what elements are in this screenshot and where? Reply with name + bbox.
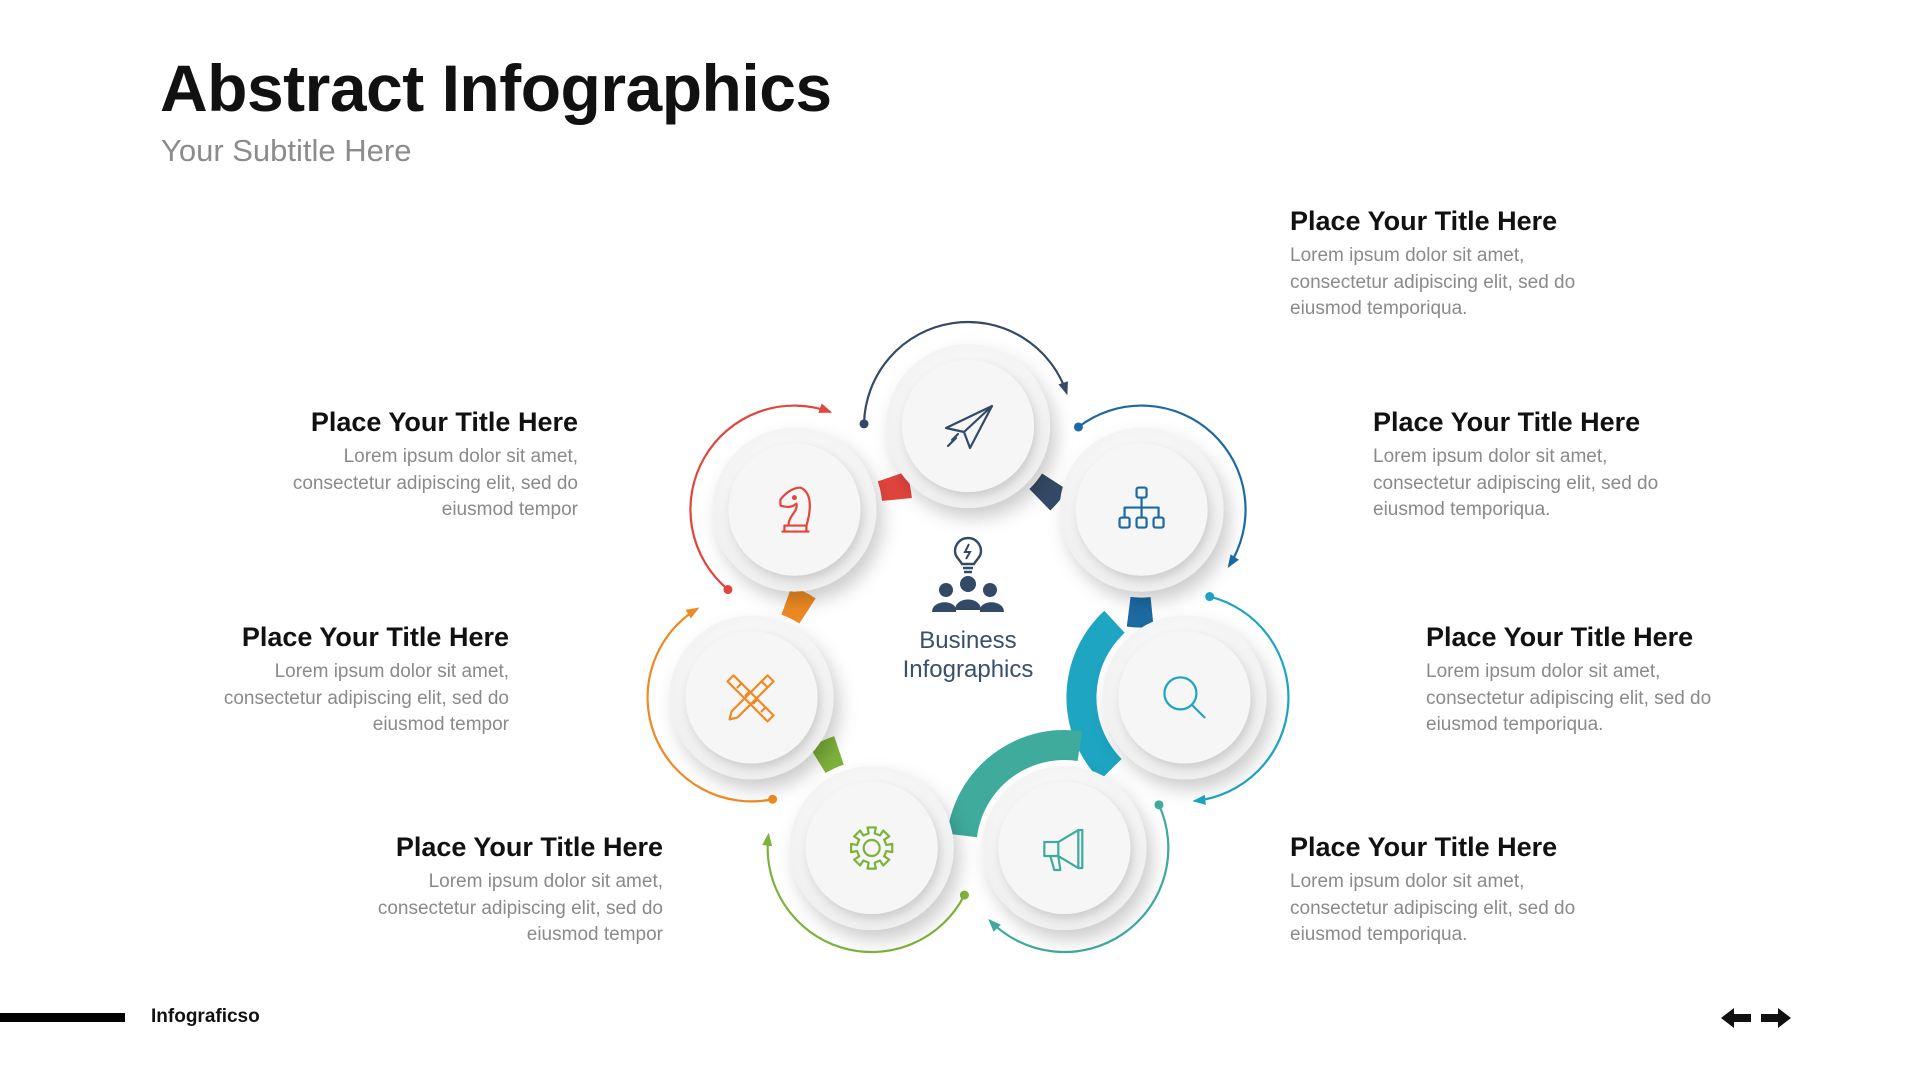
item-text-line: consectetur adipiscing elit, sed do [1426, 687, 1712, 709]
connector-bands [781, 471, 1154, 838]
icon-node [1102, 615, 1267, 780]
arrow-left-icon [1721, 1008, 1751, 1028]
item-text-line: eiusmod tempor [526, 923, 663, 945]
next-slide-button[interactable] [1760, 1006, 1792, 1030]
item-text-line: Lorem ipsum dolor sit amet, [1290, 871, 1525, 893]
connector-band [781, 586, 816, 624]
megaphone-icon [1043, 828, 1084, 872]
item-text-line: consectetur adipiscing elit, sed do [1373, 472, 1659, 494]
cycle-arrow [988, 800, 1170, 954]
page-subtitle: Your Subtitle Here [161, 133, 412, 168]
gear-icon [849, 826, 894, 870]
info-item-chess-knight: Place Your Title Here Lorem ipsum dolor … [158, 406, 578, 523]
icon-node [669, 615, 834, 780]
info-item-paper-plane: Place Your Title Here Lorem ipsum dolor … [1290, 205, 1710, 322]
icon-node [789, 766, 954, 931]
icon-nodes [669, 344, 1267, 931]
info-item-gear: Place Your Title Here Lorem ipsum dolor … [243, 831, 663, 948]
icon-node [712, 427, 877, 592]
item-text-line: eiusmod tempor [441, 498, 578, 520]
chess-knight-icon [779, 486, 811, 533]
item-text-line: consectetur adipiscing elit, sed do [223, 687, 509, 709]
item-text: Lorem ipsum dolor sit amet, consectetur … [243, 869, 663, 948]
item-text-line: consectetur adipiscing elit, sed do [1290, 271, 1576, 293]
item-title: Place Your Title Here [395, 832, 663, 862]
item-title: Place Your Title Here [1373, 407, 1641, 437]
item-text: Lorem ipsum dolor sit amet, consectetur … [1373, 444, 1793, 523]
org-chart-icon [1118, 486, 1165, 529]
arrow-right-icon [1761, 1008, 1791, 1028]
item-text-line: eiusmod temporiqua. [1290, 923, 1468, 945]
cycle-arrow [1073, 404, 1247, 568]
item-text: Lorem ipsum dolor sit amet, consectetur … [89, 659, 509, 738]
item-text: Lorem ipsum dolor sit amet, consectetur … [158, 444, 578, 523]
center-label-line2: Infographics [903, 656, 1034, 683]
item-text-line: Lorem ipsum dolor sit amet, [1373, 446, 1608, 468]
item-title: Place Your Title Here [241, 622, 509, 652]
item-text-line: eiusmod temporiqua. [1373, 498, 1551, 520]
paper-plane-icon [944, 404, 994, 450]
icon-node [886, 344, 1050, 508]
cycle-arrows [646, 320, 1290, 954]
footer-bar [0, 1013, 125, 1022]
item-text-line: eiusmod temporiqua. [1426, 713, 1604, 735]
connector-band [809, 736, 844, 774]
prev-slide-button[interactable] [1720, 1006, 1752, 1030]
team-idea-icon [932, 536, 1004, 612]
info-item-search: Place Your Title Here Lorem ipsum dolor … [1426, 621, 1846, 738]
item-text-line: Lorem ipsum dolor sit amet, [1426, 661, 1661, 683]
center-label-line1: Business [919, 627, 1016, 654]
item-text-line: Lorem ipsum dolor sit amet, [274, 661, 509, 683]
icon-node [1059, 427, 1224, 592]
connector-band [877, 471, 912, 501]
cycle-arrow [689, 403, 833, 595]
item-text-line: eiusmod tempor [372, 713, 509, 735]
item-text-line: eiusmod temporiqua. [1290, 297, 1468, 319]
icon-node [982, 766, 1147, 931]
connector-band [1029, 473, 1068, 511]
item-text-line: consectetur adipiscing elit, sed do [377, 897, 663, 919]
item-text: Lorem ipsum dolor sit amet, consectetur … [1290, 869, 1710, 948]
search-icon [1163, 676, 1206, 719]
cycle-arrow [859, 320, 1068, 429]
item-text-line: Lorem ipsum dolor sit amet, [343, 446, 578, 468]
cycle-arrow [646, 607, 778, 804]
item-title: Place Your Title Here [1290, 206, 1558, 236]
pencil-ruler-icon [726, 674, 775, 723]
info-item-megaphone: Place Your Title Here Lorem ipsum dolor … [1290, 831, 1710, 948]
item-text-line: Lorem ipsum dolor sit amet, [428, 871, 663, 893]
cycle-arrow [762, 832, 969, 954]
item-text-line: Lorem ipsum dolor sit amet, [1290, 245, 1525, 267]
info-item-org-chart: Place Your Title Here Lorem ipsum dolor … [1373, 406, 1793, 523]
cycle-arrow [1192, 592, 1290, 805]
item-text-line: consectetur adipiscing elit, sed do [292, 472, 578, 494]
page-title: Abstract Infographics [160, 51, 832, 125]
connector-band [1126, 596, 1154, 628]
info-item-pencil-ruler: Place Your Title Here Lorem ipsum dolor … [89, 621, 509, 738]
item-text: Lorem ipsum dolor sit amet, consectetur … [1290, 243, 1710, 322]
item-text-line: consectetur adipiscing elit, sed do [1290, 897, 1576, 919]
connector-band [947, 730, 1083, 838]
item-text: Lorem ipsum dolor sit amet, consectetur … [1426, 659, 1846, 738]
footer-brand: Infograficso [151, 1006, 260, 1027]
item-title: Place Your Title Here [310, 407, 578, 437]
item-title: Place Your Title Here [1290, 832, 1558, 862]
item-title: Place Your Title Here [1426, 622, 1694, 652]
